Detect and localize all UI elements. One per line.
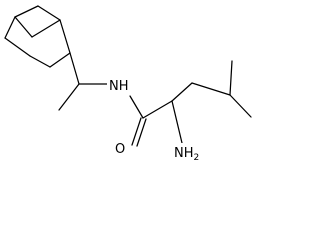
- amide-nitrogen-label: NH: [107, 77, 131, 94]
- ring-bridge-bond-2: [31, 19, 61, 38]
- bond-alpha-to-ch2: [171, 82, 193, 102]
- carbonyl-double-bond-b: [136, 118, 147, 147]
- chain-bonds: [58, 52, 252, 147]
- ring-bond-5: [29, 55, 51, 68]
- amine-label: NH2: [172, 143, 204, 163]
- amine-subscript: 2: [194, 153, 200, 163]
- bond-nh-to-carbonyl: [129, 95, 144, 119]
- ring-bond-1: [14, 5, 39, 18]
- bond-ch-to-methyl: [58, 83, 80, 111]
- carbonyl-double-bond-a: [131, 117, 142, 146]
- carbonyl-oxygen-label: O: [113, 139, 128, 157]
- bond-ch2-to-ch: [191, 82, 231, 96]
- ring-bond-7: [49, 52, 71, 68]
- bicyclic-ring: [4, 5, 71, 68]
- bond-carbonyl-to-alpha: [142, 100, 173, 119]
- bond-ring-to-ch: [69, 52, 80, 85]
- ring-bond-6: [59, 19, 71, 54]
- ring-bond-2: [37, 5, 61, 21]
- bond-ch-to-methyl-b: [229, 94, 252, 118]
- bond-ch-to-methyl-a: [229, 60, 233, 96]
- amine-text: NH2: [174, 146, 199, 163]
- carbonyl-oxygen-text: O: [115, 142, 125, 157]
- bond-alpha-to-amine: [171, 100, 183, 144]
- ring-bridge-bond-1: [14, 16, 33, 38]
- amide-nitrogen-text: NH: [109, 79, 129, 94]
- amine-element: NH: [174, 146, 194, 161]
- ring-bond-3: [4, 16, 16, 39]
- structure-diagram: NH O NH2: [4, 5, 252, 163]
- ring-bond-4: [4, 37, 31, 57]
